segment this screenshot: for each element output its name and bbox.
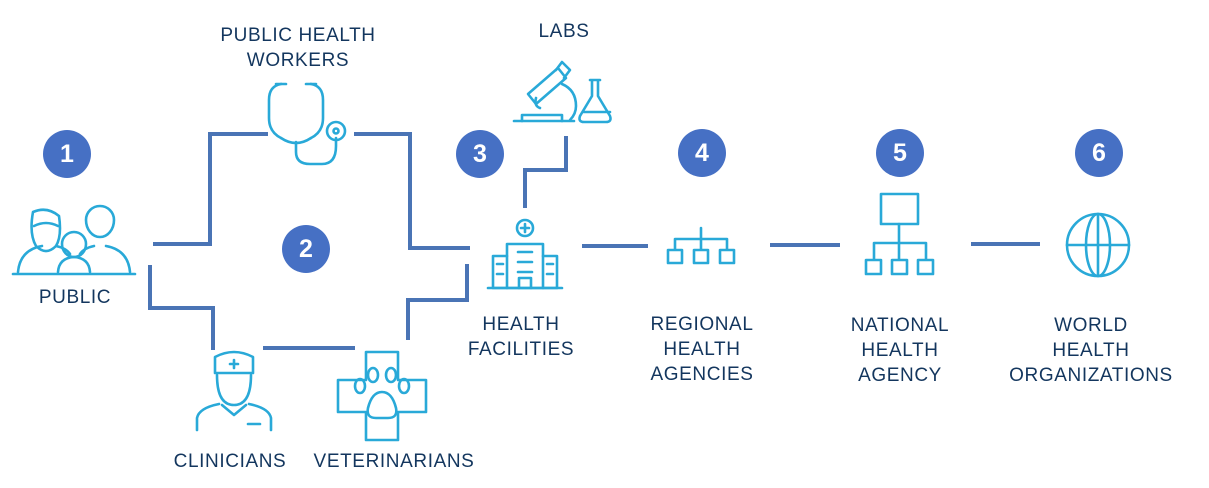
stethoscope-icon [267, 82, 347, 166]
family-icon [11, 204, 137, 276]
label-line: WORLD [1054, 315, 1128, 336]
label-regional-health-agencies: REGIONAL HEALTH AGENCIES [651, 312, 754, 387]
label-line: AGENCY [858, 365, 942, 386]
label-line: WORKERS [246, 50, 350, 71]
step-number-1: 1 [60, 140, 74, 168]
label-line: HEALTH [482, 314, 560, 335]
step-badge-1: 1 [43, 130, 91, 178]
label-public: PUBLIC [39, 285, 111, 310]
label-labs: LABS [539, 19, 590, 44]
label-line: CLINICIANS [173, 451, 287, 472]
step-number-3: 3 [473, 140, 487, 168]
connector-public-to-workers [153, 132, 268, 246]
paw-cross-icon [336, 350, 428, 442]
hospital-icon [486, 218, 564, 290]
step-badge-3: 3 [456, 130, 504, 178]
label-clinicians: CLINICIANS [174, 449, 287, 474]
step-number-2: 2 [299, 235, 313, 263]
step-badge-4: 4 [678, 129, 726, 177]
label-line: FACILITIES [467, 339, 575, 360]
connector-workers-to-facilities [354, 132, 470, 250]
step-badge-6: 6 [1075, 129, 1123, 177]
org-chart-icon [864, 192, 935, 276]
microscope-flask-icon [512, 60, 612, 124]
step-number-4: 4 [695, 139, 709, 167]
step-number-5: 5 [893, 139, 907, 167]
connector-lines [148, 132, 1040, 350]
label-line: HEALTH [861, 340, 939, 361]
label-line: PUBLIC HEALTH [220, 25, 376, 46]
connector-veterinarians-to-facilities [406, 264, 469, 340]
nurse-icon [195, 350, 273, 432]
label-national-health-agency: NATIONAL HEALTH AGENCY [851, 313, 949, 388]
connector-labs-to-facilities [523, 136, 568, 208]
label-public-health-workers: PUBLIC HEALTH WORKERS [220, 23, 375, 73]
step-badge-2: 2 [282, 225, 330, 273]
label-line: LABS [538, 21, 590, 42]
connector-public-to-clinicians [148, 265, 215, 350]
label-line: HEALTH [1052, 340, 1130, 361]
globe-icon [1065, 212, 1131, 278]
step-number-6: 6 [1092, 139, 1106, 167]
label-veterinarians: VETERINARIANS [314, 449, 475, 474]
label-line: ORGANIZATIONS [1009, 365, 1173, 386]
label-line: HEALTH [663, 339, 741, 360]
label-line: PUBLIC [38, 287, 112, 308]
label-world-health-organizations: WORLD HEALTH ORGANIZATIONS [1009, 313, 1173, 388]
label-line: VETERINARIANS [313, 451, 475, 472]
label-line: NATIONAL [850, 315, 950, 336]
step-badge-5: 5 [876, 129, 924, 177]
label-line: REGIONAL [650, 314, 754, 335]
label-health-facilities: HEALTH FACILITIES [468, 312, 574, 362]
label-line: AGENCIES [650, 364, 754, 385]
small-org-chart-icon [666, 226, 736, 265]
